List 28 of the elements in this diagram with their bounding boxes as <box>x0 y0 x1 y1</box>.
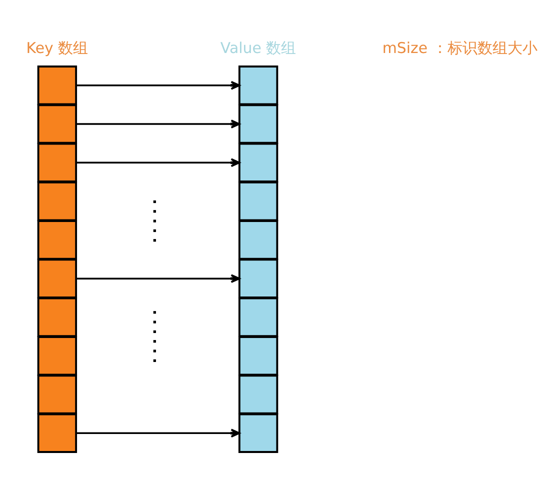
node-box <box>238 413 278 453</box>
arrow <box>76 428 240 438</box>
node-box <box>238 374 278 414</box>
node-box <box>37 413 78 453</box>
node-box <box>238 258 278 298</box>
node-box <box>37 66 78 106</box>
node-box <box>37 220 78 260</box>
node-box <box>37 336 78 376</box>
node-box <box>238 336 278 376</box>
label: mSize ：标识数组大小 <box>382 38 538 57</box>
node-box <box>238 220 278 260</box>
node-box <box>37 181 78 222</box>
node-box <box>238 181 278 222</box>
node-box <box>238 66 278 106</box>
node-box <box>238 142 278 182</box>
arrow <box>76 80 240 90</box>
node-box <box>238 104 278 144</box>
label: Key 数组 <box>26 38 88 57</box>
arrow <box>76 158 240 168</box>
node-box <box>37 142 78 182</box>
node-box <box>238 297 278 338</box>
node-box <box>37 104 78 144</box>
label: Value 数组 <box>220 38 296 57</box>
node-box <box>37 374 78 414</box>
node-box <box>37 258 78 298</box>
arrow <box>76 274 240 283</box>
arrow <box>76 120 240 128</box>
node-box <box>37 297 78 338</box>
